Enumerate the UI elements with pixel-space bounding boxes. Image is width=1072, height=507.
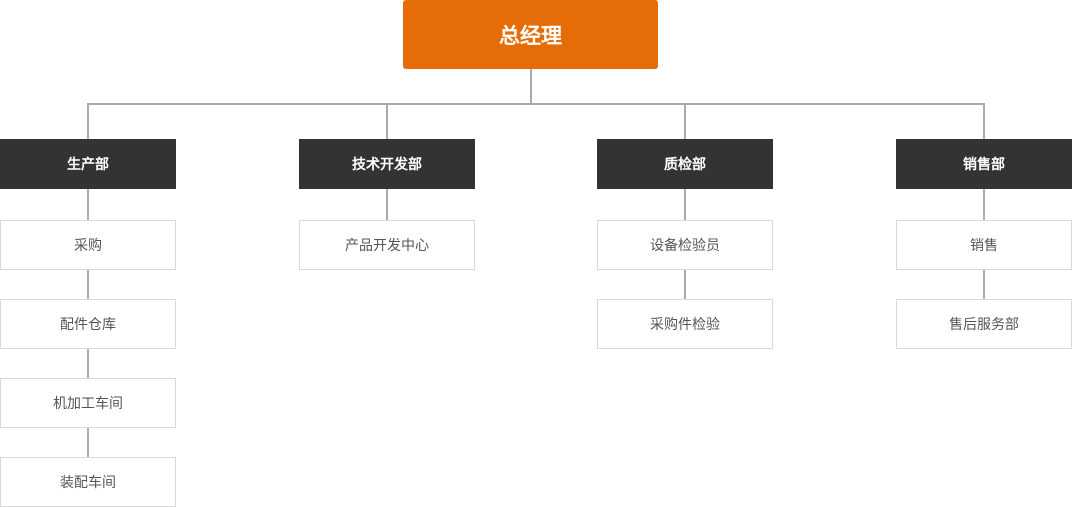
- sub-node-purchasing: 采购: [0, 220, 176, 270]
- connector-dept-1-sub-3: [87, 349, 89, 378]
- connector-dept-2-sub-1: [386, 189, 388, 220]
- connector-to-dept-1: [87, 103, 89, 139]
- dept-node-quality-inspection: 质检部: [597, 139, 773, 189]
- connector-root-down: [530, 69, 532, 104]
- connector-dept-3-sub-2: [684, 270, 686, 299]
- dept-node-production: 生产部: [0, 139, 176, 189]
- connector-to-dept-2: [386, 103, 388, 139]
- connector-horizontal-bus: [87, 103, 985, 105]
- connector-to-dept-3: [684, 103, 686, 139]
- sub-node-assembly-workshop: 装配车间: [0, 457, 176, 507]
- connector-dept-3-sub-1: [684, 189, 686, 220]
- sub-node-after-sales-service: 售后服务部: [896, 299, 1072, 349]
- sub-node-machining-workshop: 机加工车间: [0, 378, 176, 428]
- dept-node-tech-development: 技术开发部: [299, 139, 475, 189]
- sub-node-product-dev-center: 产品开发中心: [299, 220, 475, 270]
- connector-dept-4-sub-1: [983, 189, 985, 220]
- sub-node-equipment-inspector: 设备检验员: [597, 220, 773, 270]
- sub-node-parts-warehouse: 配件仓库: [0, 299, 176, 349]
- connector-dept-4-sub-2: [983, 270, 985, 299]
- connector-dept-1-sub-1: [87, 189, 89, 220]
- connector-dept-1-sub-2: [87, 270, 89, 299]
- sub-node-sales: 销售: [896, 220, 1072, 270]
- sub-node-purchased-part-inspection: 采购件检验: [597, 299, 773, 349]
- connector-dept-1-sub-4: [87, 428, 89, 457]
- dept-node-sales: 销售部: [896, 139, 1072, 189]
- root-node-general-manager: 总经理: [403, 0, 658, 69]
- connector-to-dept-4: [983, 103, 985, 139]
